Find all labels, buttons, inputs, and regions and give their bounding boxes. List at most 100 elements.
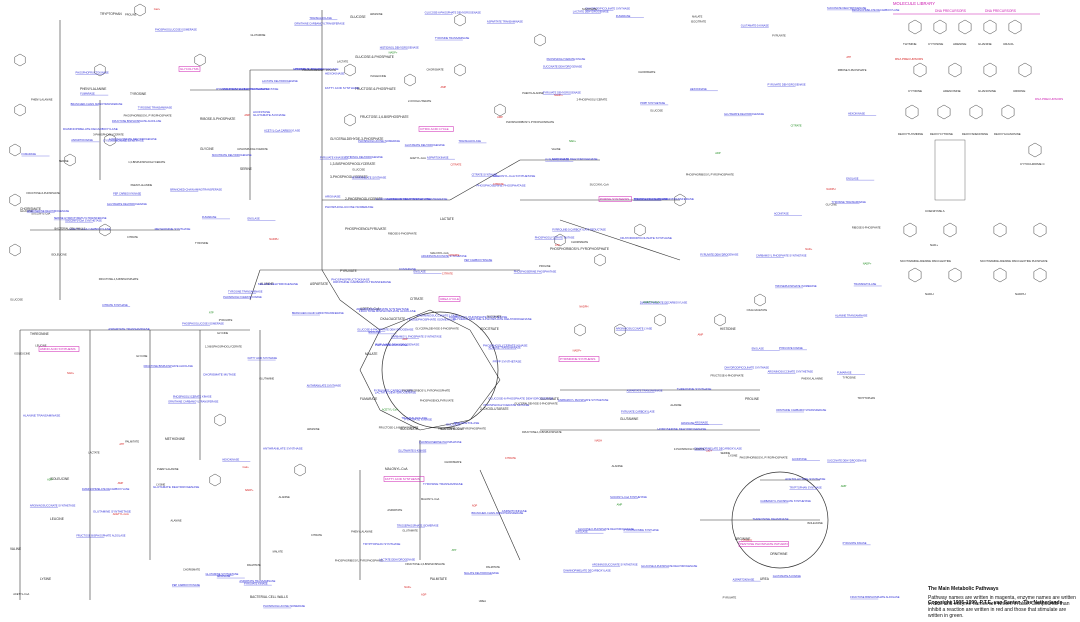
compound-label: 2-OXOGLUTARATE <box>408 99 432 103</box>
compound-label: ISOLEUCINE <box>51 252 67 256</box>
regulator-label: NADP+ <box>245 488 254 492</box>
compound-label: CHORISMATE <box>444 460 461 464</box>
enzyme-label: BRANCHED-CHAIN AMINOTRANSFERASE <box>292 311 344 315</box>
ring-structure <box>913 62 927 78</box>
enzyme-label: ACONITASE <box>792 457 807 461</box>
cofactor-label: NICOTINAMIDE ADENINE DINUCLEOTIDE PHOSPH… <box>980 259 1048 263</box>
regulator-label: ADP <box>421 593 427 597</box>
pathway-arrow <box>379 309 431 331</box>
compound-citrate: CITRATE <box>410 297 423 301</box>
enzyme-label: PRPP SYNTHETASE <box>640 101 665 105</box>
compound-proline: PROLINE <box>745 397 759 401</box>
enzyme-label: GLUCOSE-6-PHOSPHATE DEHYDROGENASE <box>578 527 634 531</box>
ring-structure <box>1001 104 1015 120</box>
enzyme-label: ALANINE TRANSAMINASE <box>835 314 868 318</box>
compound-label: LACTATE <box>337 59 349 63</box>
enzyme-label: SUCCINATE DEHYDROGENASE <box>543 65 583 69</box>
compound-label: 3-PHOSPHOGLYCERATE <box>674 447 705 451</box>
pathway-arrow <box>559 219 681 261</box>
regulator-label: NAD+ <box>805 247 812 251</box>
enzyme-label: ISOCITRATE DEHYDROGENASE <box>223 87 269 91</box>
ring-structure <box>937 104 951 120</box>
compound-lactate: LACTATE <box>440 217 454 221</box>
cofactor-label: NAD+ <box>930 243 938 247</box>
compound-label: GLYCINE <box>136 354 147 358</box>
compound-label: PHENYLALANINE <box>522 91 544 95</box>
enzyme-label: ACETYL-CoA CARBOXYLASE <box>264 128 300 132</box>
enzyme-label: ARGININOSUCCINATE SYNTHETASE <box>356 307 409 311</box>
ring-structure <box>993 267 1007 283</box>
regulator-label: ADP <box>472 503 478 507</box>
pathway-arrow <box>469 379 501 421</box>
ring-structure <box>454 63 466 77</box>
regulator-label: ATP <box>555 243 560 247</box>
ring-structure <box>943 222 957 238</box>
compound-label: ISOLEUCINE <box>807 521 823 525</box>
ring-structure <box>344 63 356 77</box>
enzyme-label: TRIOSEPHOSPHATE ISOMERASE <box>397 523 439 527</box>
dna-nucleoside-label: DEOXYGUANOSINE <box>994 132 1021 136</box>
enzyme-label: ASPARTOKINASE <box>71 138 93 142</box>
ring-structure <box>674 193 686 207</box>
enzyme-label: FUMARASE <box>202 215 217 219</box>
enzyme-label: ENOLASE <box>446 422 460 426</box>
compound-label: CHORISMATE <box>427 67 444 71</box>
pathway-arrow <box>321 269 341 301</box>
rna-precursors-header: RNA PRECURSORS <box>895 57 923 61</box>
compound-pg2: 2-PHOSPHOGLYCERATE <box>345 197 383 201</box>
pathway-box <box>38 346 80 352</box>
enzyme-label: SUCCINATE DEHYDROGENASE <box>827 6 867 10</box>
ring-structure <box>1008 19 1022 35</box>
compound-g6p: GLUCOSE-6-PHOSPHATE <box>355 55 394 59</box>
compound-label: MALONYL-CoA <box>430 251 449 255</box>
compound-label: LYSINE <box>156 483 165 487</box>
compound-label: PALMITATE <box>247 563 261 567</box>
enzyme-label: PYRUVATE CARBOXYLASE <box>621 409 655 413</box>
compound-label: SUCCINATE <box>582 7 597 11</box>
enzyme-label: CARBAMOYL PHOSPHATE SYNTHETASE <box>558 398 609 402</box>
enzyme-label: TRIOSEPHOSPHATE ISOMERASE <box>775 284 817 288</box>
ring-structure <box>194 53 206 67</box>
regulator-label: Ca2+ <box>154 7 161 11</box>
enzyme-label: ENOLASE <box>369 330 382 334</box>
ring-structure <box>494 103 506 117</box>
enzyme-label: TRANSKETOLASE <box>453 421 479 425</box>
compound-label: CHORISMATE <box>183 567 200 571</box>
compound-label: PHOSPHOENOLPYRUVATE <box>420 399 454 403</box>
compound-label: GLYCINE <box>217 331 228 335</box>
compound-label: PYRUVATE <box>723 596 737 600</box>
enzyme-label: DIHYDRODIPICOLINATE SYNTHASE <box>585 7 630 11</box>
pathway-label: GLYCOLYSIS <box>180 67 199 71</box>
compound-label: GLUCOSE <box>650 109 663 113</box>
compound-label: PHOSPHORIBOSYL PYROPHOSPHATE <box>686 172 734 176</box>
compound-phenylalanine: PHENYLALANINE <box>80 87 106 91</box>
enzyme-label: TYROSINE TRANSAMINASE <box>435 36 470 40</box>
enzyme-label: 2-OXOGLUTARATE DEHYDROGENASE <box>375 197 430 201</box>
pathway-box <box>178 66 201 72</box>
cofactor-label: NICOTINAMIDE ADENINE DINUCLEOTIDE <box>900 259 951 263</box>
legend: The Main Metabolic Pathways Pathway name… <box>928 586 1078 622</box>
regulator-label: ACETYL-CoA <box>113 512 129 516</box>
compound-label: ALANINE <box>279 495 290 499</box>
enzyme-label: TYROSINE TRANSAMINASE <box>423 482 463 486</box>
enzyme-label: PYRUVATE DEHYDROGENASE <box>375 342 419 346</box>
dna-precursor-label: URACIL <box>1003 42 1014 46</box>
enzyme-label: ORNITHINE CARBAMOYLTRANSFERASE <box>294 22 345 26</box>
enzyme-label: DIAMINOPIMELATE DECARBOXYLASE <box>63 127 118 131</box>
enzyme-label: PHOSPHOFRUCTOKINASE <box>76 71 110 75</box>
regulator-label: NAD+ <box>404 585 411 589</box>
compound-label: PROLINE <box>539 264 551 268</box>
ring-structure <box>614 323 626 337</box>
enzyme-label: PHOSPHOGLUCOSE ISOMERASE <box>155 27 197 31</box>
enzyme-label: PYRUVATE KINASE <box>244 581 268 585</box>
dna-precursor-label: CYTOSINE <box>928 42 943 46</box>
compound-akg: 2-OXOGLUTARATE <box>480 407 509 411</box>
coenzyme-a-structure <box>934 139 966 201</box>
compound-g3p: GLYCERALDEHYDE-3-PHOSPHATE <box>330 137 383 141</box>
regulator-label: ATP <box>846 55 851 59</box>
rna-precursor-label: CYTIDINE <box>908 89 922 93</box>
compound-label: GLYCERALDEHYDE-3-PHOSPHATE <box>415 326 459 330</box>
compound-label: OXALOACETATE <box>747 308 768 312</box>
enzyme-label: PYRUVATE KINASE <box>545 158 569 162</box>
